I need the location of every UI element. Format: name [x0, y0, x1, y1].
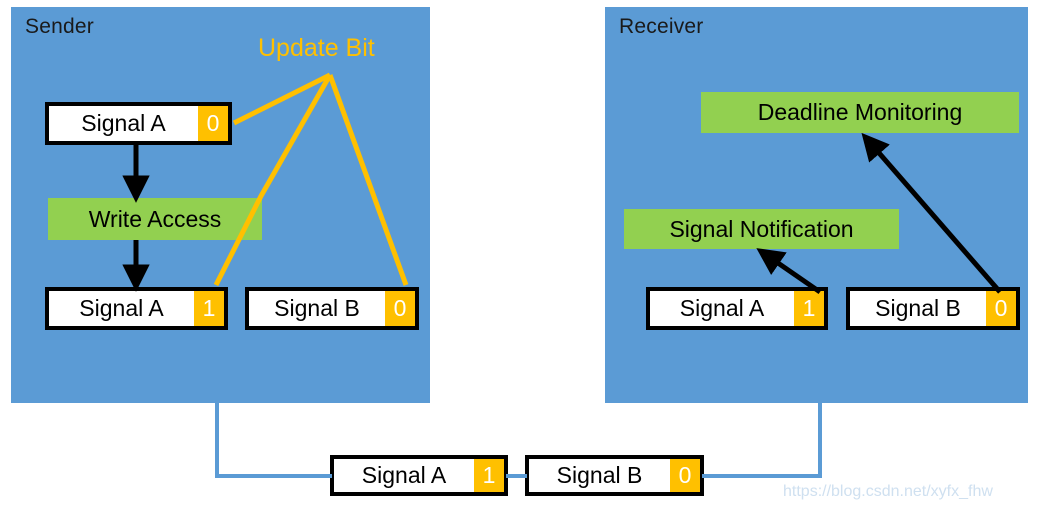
sender-signal-b-value: 0	[385, 291, 415, 326]
bus-signal-a-value: 1	[474, 459, 504, 492]
sender-signal-a-after-value: 1	[194, 291, 224, 326]
sender-write-access-box: Write Access	[48, 198, 262, 240]
sender-write-access-label: Write Access	[88, 205, 222, 232]
bus-signal-b: Signal B 0	[525, 455, 704, 496]
bus-signal-a: Signal A 1	[330, 455, 508, 496]
sender-signal-a-before: Signal A 0	[45, 102, 232, 145]
sender-signal-a-before-name: Signal A	[49, 106, 198, 141]
watermark-text: https://blog.csdn.net/xyfx_fhw	[783, 483, 993, 500]
receiver-panel: Receiver	[605, 7, 1028, 403]
receiver-deadline-monitoring-box: Deadline Monitoring	[701, 92, 1019, 133]
receiver-signal-b: Signal B 0	[846, 287, 1020, 330]
bus-signal-b-value: 0	[670, 459, 700, 492]
receiver-panel-title: Receiver	[619, 15, 704, 38]
bus-signal-b-name: Signal B	[529, 459, 670, 492]
sender-signal-a-after-name: Signal A	[49, 291, 194, 326]
receiver-signal-a: Signal A 1	[646, 287, 828, 330]
sender-signal-a-after: Signal A 1	[45, 287, 228, 330]
bus-connector-receiver	[702, 403, 822, 478]
receiver-signal-a-value: 1	[794, 291, 824, 326]
bus-signal-a-name: Signal A	[334, 459, 474, 492]
sender-signal-b: Signal B 0	[245, 287, 419, 330]
receiver-deadline-monitoring-label: Deadline Monitoring	[757, 99, 963, 125]
receiver-signal-notification-label: Signal Notification	[669, 215, 854, 242]
receiver-signal-a-name: Signal A	[650, 291, 794, 326]
sender-signal-a-before-value: 0	[198, 106, 228, 141]
sender-signal-b-name: Signal B	[249, 291, 385, 326]
receiver-signal-notification-box: Signal Notification	[624, 209, 899, 249]
bus-connector-sender	[215, 403, 332, 478]
receiver-signal-b-name: Signal B	[850, 291, 986, 326]
sender-panel-title: Sender	[25, 15, 94, 38]
update-bit-label: Update Bit	[258, 34, 375, 62]
receiver-signal-b-value: 0	[986, 291, 1016, 326]
